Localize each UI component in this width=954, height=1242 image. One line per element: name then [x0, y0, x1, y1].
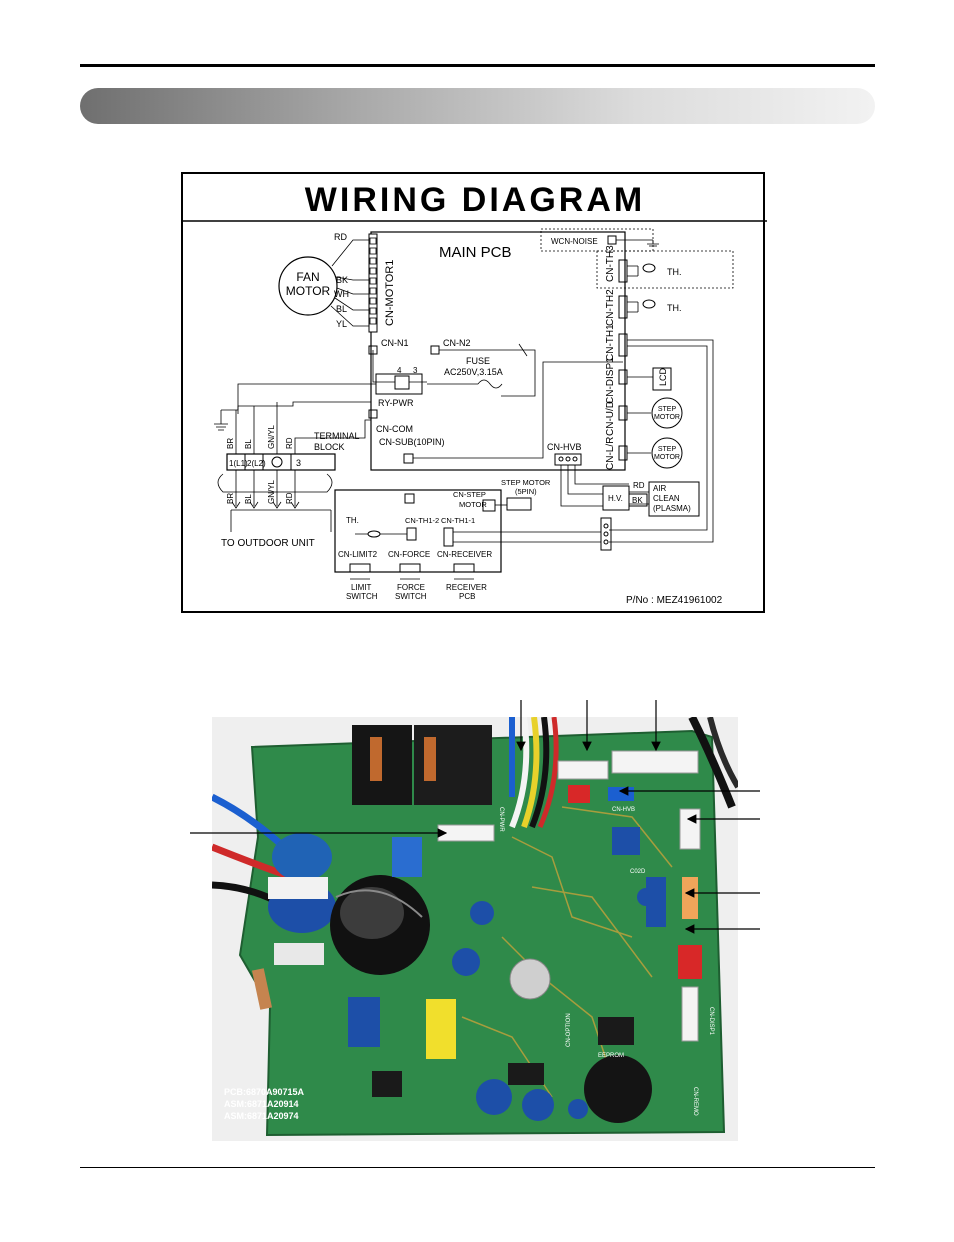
pcb-label-3: ASM:6871A20974 — [224, 1111, 299, 1121]
cn-pwr-photo-label: CN-PWR — [498, 807, 504, 832]
motor-wire-yl: YL — [336, 319, 347, 329]
cn-disp1-label: CN-DISP1 — [605, 357, 616, 404]
cn-disp1-photo-label: CN-DISP1 — [708, 1007, 714, 1036]
hv-label: H.V. — [608, 494, 623, 503]
step-motor-5pin-2: (5PIN) — [515, 487, 537, 496]
cn-option-label: CN-OPTION — [566, 1013, 572, 1047]
diagram-title: WIRING DIAGRAM — [305, 181, 645, 219]
cn-motor1-connector — [368, 233, 378, 333]
wire-bl-top: BL — [244, 439, 253, 449]
cn-ud-label: CN-U/D — [605, 401, 616, 436]
fan-motor-label-2: MOTOR — [286, 284, 331, 298]
wiring-diagram: WIRING DIAGRAM MAIN PCB CN-MOTOR1 FAN MO… — [181, 172, 767, 613]
terminal-block-label-1: TERMINAL — [314, 431, 360, 441]
terminal-2: 2(L2) — [247, 459, 266, 468]
cn-step-motor-2: MOTOR — [459, 500, 487, 509]
terminal-block-label-2: BLOCK — [314, 442, 345, 452]
cn-th2-label: CN-TH2 — [605, 289, 616, 326]
th2-sensor-label: TH. — [667, 303, 682, 313]
receiver-pcb-2: PCB — [459, 592, 475, 601]
fuse-rating: AC250V,3.15A — [444, 367, 503, 377]
wire-bl-bottom: BL — [244, 494, 253, 504]
fan-motor-symbol — [278, 256, 338, 316]
pcb-label-2: ASM:6871A20914 — [224, 1099, 299, 1109]
hv-wire-bk: BK — [632, 496, 643, 505]
terminal-3: 3 — [296, 458, 301, 468]
yellow-cap — [426, 999, 456, 1059]
step-motor-lr-2: MOTOR — [654, 454, 680, 461]
cn-limit2-label: CN-LIMIT2 — [338, 550, 378, 559]
limit-switch-1: LIMIT — [351, 583, 372, 592]
cn-force-label: CN-FORCE — [388, 550, 430, 559]
wire-rd-bottom: RD — [285, 492, 294, 504]
motor-wire-bk: BK — [336, 275, 348, 285]
motor-wire-rd: RD — [334, 232, 347, 242]
cn-step-motor-1: CN-STEP — [453, 490, 486, 499]
relay-pin-3: 3 — [413, 366, 418, 375]
wire-gnyl-top: GN/YL — [267, 424, 276, 449]
cn-th3-label: CN-TH3 — [605, 245, 616, 282]
header-rule — [80, 64, 875, 67]
wire-br-bottom: BR — [226, 493, 235, 504]
ry-pwr-label: RY-PWR — [378, 398, 414, 408]
motor-wire-wh: WH — [334, 289, 349, 299]
wcn-noise-label: WCN-NOISE — [551, 237, 598, 246]
step-motor-5pin-1: STEP MOTOR — [501, 478, 551, 487]
force-switch-2: SWITCH — [395, 592, 427, 601]
pcb-label-1: PCB:6870A90715A — [224, 1087, 305, 1097]
terminal-1: 1(L1) — [229, 459, 248, 468]
main-pcb-outline — [370, 231, 626, 471]
step-motor-ud-2: MOTOR — [654, 414, 680, 421]
wire-gnyl-bottom: GN/YL — [267, 479, 276, 504]
cn-n1-label: CN-N1 — [381, 338, 409, 348]
cn-th1-label: CN-TH1 — [605, 324, 616, 361]
wire-br-top: BR — [226, 438, 235, 449]
cn-hvb-photo-label: CN-HVB — [612, 807, 635, 813]
cn-th1-1-label: CN-TH1-1 — [441, 516, 475, 525]
th-sub-label: TH. — [346, 516, 359, 525]
cn-th1-2-label: CN-TH1-2 — [405, 516, 439, 525]
cn-sub-label: CN-SUB(10PIN) — [379, 437, 445, 447]
limit-switch-2: SWITCH — [346, 592, 378, 601]
eeprom-chip — [598, 1017, 634, 1045]
c02d-label: C02D — [630, 869, 646, 875]
step-motor-ud-1: STEP — [658, 406, 677, 413]
to-outdoor-label: TO OUTDOOR UNIT — [221, 538, 315, 549]
wire-rd-top: RD — [285, 437, 294, 449]
part-number: P/No : MEZ41961002 — [626, 595, 723, 606]
receiver-pcb-1: RECEIVER — [446, 583, 487, 592]
footer-rule — [80, 1167, 875, 1168]
step-motor-lr-1: STEP — [658, 446, 677, 453]
air-clean-2: CLEAN — [653, 494, 680, 503]
th3-sensor-label: TH. — [667, 267, 682, 277]
pcb-photo: PCB:6870A90715A ASM:6871A20914 ASM:6871A… — [212, 717, 738, 1141]
air-clean-1: AIR — [653, 484, 667, 493]
main-pcb-label: MAIN PCB — [439, 244, 512, 261]
lcd-label: LCD — [658, 367, 668, 386]
cn-hvb-label: CN-HVB — [547, 442, 582, 452]
air-clean-3: (PLASMA) — [653, 504, 691, 513]
section-banner — [80, 88, 875, 124]
cn-motor1-label: CN-MOTOR1 — [384, 260, 396, 326]
cn-n2-label: CN-N2 — [443, 338, 471, 348]
eeprom-label: EEPROM — [598, 1053, 624, 1059]
relay-pin-4: 4 — [397, 366, 402, 375]
cn-remo-photo-label: CN-REMO — [692, 1087, 698, 1116]
force-switch-1: FORCE — [397, 583, 425, 592]
motor-wire-bl: BL — [336, 304, 347, 314]
cn-receiver-label: CN-RECEIVER — [437, 550, 492, 559]
hv-wire-rd: RD — [633, 481, 645, 490]
cn-lr-label: CN-L/R — [605, 437, 616, 470]
fan-motor-label-1: FAN — [296, 270, 319, 284]
buzzer — [584, 1055, 652, 1123]
fuse-label: FUSE — [466, 356, 490, 366]
cn-com-label: CN-COM — [376, 424, 413, 434]
